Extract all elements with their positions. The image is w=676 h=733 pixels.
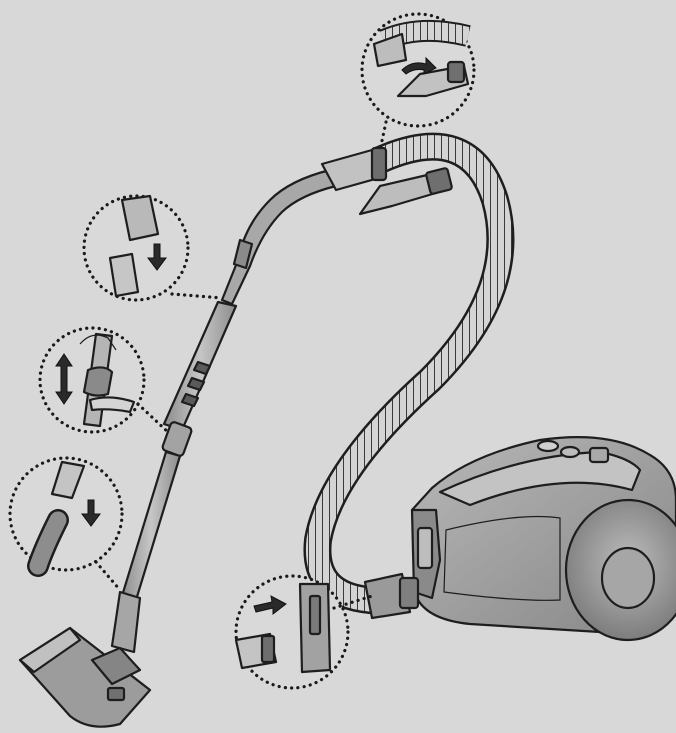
rear-wheel [566, 500, 676, 640]
